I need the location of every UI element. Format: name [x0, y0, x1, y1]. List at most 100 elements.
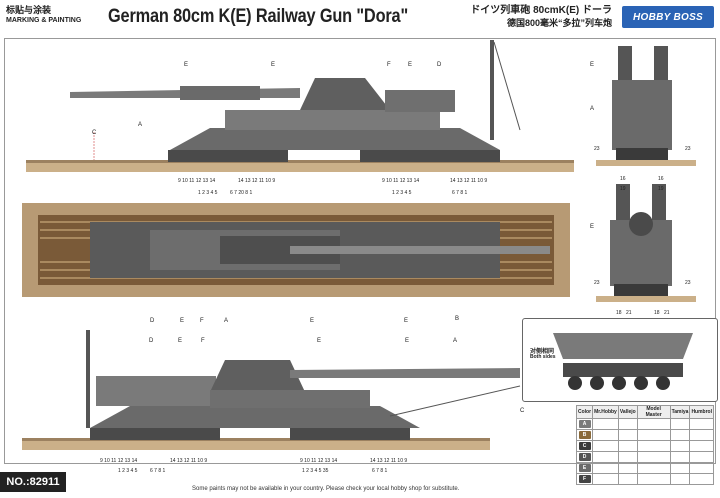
- label-a: A: [138, 122, 142, 128]
- header-right-cn: 德国800毫米“多拉”列车炮: [506, 18, 612, 28]
- gun-housing-bottom: [210, 360, 305, 392]
- color-table-cell: [592, 418, 619, 430]
- th-vallejo: Vallejo: [617, 405, 638, 419]
- callout-labels: E E A C F E D D E F A E E B D E F E E A …: [92, 62, 594, 414]
- svg-text:14 13 12 11 10 9: 14 13 12 11 10 9: [170, 458, 207, 464]
- product-number: NO.:82911: [6, 476, 60, 488]
- color-table-cell: [689, 440, 714, 452]
- end-view-1: [596, 46, 696, 166]
- svg-text:14 13 12 11 10 9: 14 13 12 11 10 9: [450, 178, 487, 184]
- label-e: E: [408, 62, 412, 68]
- color-table-cell: [669, 451, 691, 463]
- color-table-row: F: [575, 473, 714, 485]
- bogie-wheels-top: [168, 150, 500, 162]
- label-d: D: [149, 338, 154, 344]
- header-right-jp: ドイツ列車砲 80cmK(E) ドーラ: [470, 5, 612, 16]
- color-table-cell: [592, 429, 619, 441]
- callout-en: Both sides: [530, 354, 556, 360]
- svg-text:18: 18: [616, 310, 622, 316]
- svg-text:1 2 3 4 5: 1 2 3 4 5: [392, 190, 412, 196]
- color-swatch: A: [578, 420, 591, 428]
- color-table-cell: [669, 429, 691, 441]
- color-table-cell: [636, 473, 671, 485]
- color-table-cell: [669, 440, 691, 452]
- carriage-body-bottom: [90, 406, 420, 428]
- color-table-cell: [617, 451, 638, 463]
- color-table-cell: [689, 462, 714, 474]
- color-table-row: B: [575, 429, 714, 441]
- color-table-cell: [617, 462, 638, 474]
- page-title: German 80cm K(E) Railway Gun "Dora": [108, 6, 409, 27]
- color-table-cell: [636, 440, 671, 452]
- color-key-cell: B: [575, 429, 594, 441]
- front-crane-bottom: [86, 330, 90, 428]
- header-right: ドイツ列車砲 80cmK(E) ドーラ 德国800毫米“多拉”列车炮: [432, 4, 612, 29]
- color-swatch: B: [578, 431, 591, 439]
- color-table-cell: [669, 418, 691, 430]
- color-table-cell: [592, 451, 619, 463]
- label-f: F: [387, 62, 391, 68]
- svg-text:14 13 12 11 10 9: 14 13 12 11 10 9: [238, 178, 275, 184]
- color-table-cell: [669, 473, 691, 485]
- color-table-cell: [617, 418, 638, 430]
- svg-text:23: 23: [594, 146, 600, 152]
- svg-text:1 2 3 4 5 35: 1 2 3 4 5 35: [302, 468, 329, 474]
- label-e: E: [271, 62, 275, 68]
- label-e: E: [310, 318, 314, 324]
- label-d: D: [437, 62, 442, 68]
- color-table-header: Color Mr.Hobby Vallejo Model Master Tami…: [575, 405, 714, 419]
- svg-text:9 10 11 12 13 14: 9 10 11 12 13 14: [178, 178, 215, 184]
- carriage-body-top: [170, 128, 500, 150]
- label-d: D: [150, 318, 155, 324]
- color-table-cell: [592, 440, 619, 452]
- color-table-cell: [689, 418, 714, 430]
- color-table-cell: [636, 429, 671, 441]
- svg-text:14 13 12 11 10 9: 14 13 12 11 10 9: [370, 458, 407, 464]
- label-a: A: [224, 318, 228, 324]
- header: 标贴与涂装 MARKING & PAINTING German 80cm K(E…: [0, 0, 720, 38]
- svg-text:23: 23: [685, 146, 691, 152]
- svg-text:16: 16: [620, 176, 626, 182]
- color-table-row: C: [575, 440, 714, 452]
- product-number-box: NO.:82911: [0, 472, 66, 492]
- marking-numbers: 9 10 11 12 13 14 1 2 3 4 5 14 13 12 11 1…: [100, 146, 691, 474]
- drawing-frame: [4, 38, 716, 464]
- header-left-en: MARKING & PAINTING: [6, 17, 82, 24]
- plan-view: [22, 203, 570, 297]
- svg-text:16: 16: [658, 176, 664, 182]
- paint-note: Some paints may not be available in your…: [192, 486, 460, 492]
- detail-bogie: [553, 333, 693, 390]
- color-table-cell: [617, 473, 638, 485]
- svg-text:9 10 11 12 13 14: 9 10 11 12 13 14: [300, 458, 337, 464]
- color-key-cell: C: [575, 440, 594, 452]
- end-view-2: [596, 184, 696, 302]
- color-table-row: A: [575, 418, 714, 430]
- label-c: C: [520, 408, 525, 414]
- color-key-cell: D: [575, 451, 594, 463]
- label-e: E: [184, 62, 188, 68]
- label-f: F: [201, 338, 205, 344]
- color-table-cell: [689, 451, 714, 463]
- color-table-cell: [617, 429, 638, 441]
- header-left: 标贴与涂装 MARKING & PAINTING: [6, 4, 94, 34]
- svg-text:6 7 8 1: 6 7 8 1: [372, 468, 388, 474]
- gun-housing-top: [300, 78, 390, 110]
- th-tamiya: Tamiya: [669, 405, 691, 419]
- color-table: Color Mr.Hobby Vallejo Model Master Tami…: [575, 405, 714, 485]
- gun-barrel-plan: [290, 246, 550, 254]
- color-table-cell: [669, 462, 691, 474]
- svg-text:1 2 3 4 5: 1 2 3 4 5: [118, 468, 138, 474]
- track-bed-top: [26, 162, 574, 172]
- th-mrhobby: Mr.Hobby: [592, 405, 619, 419]
- callout-cn: 对侧相同: [530, 349, 555, 355]
- label-e: E: [405, 338, 409, 344]
- color-key-cell: A: [575, 418, 594, 430]
- color-table-cell: [689, 473, 714, 485]
- color-table-cell: [636, 462, 671, 474]
- color-key-cell: E: [575, 462, 594, 474]
- brand-logo-text: HOBBY BOSS: [632, 11, 704, 23]
- svg-text:6 7 8 1: 6 7 8 1: [150, 468, 166, 474]
- svg-text:19: 19: [658, 186, 664, 192]
- svg-text:1 2 3 4 5: 1 2 3 4 5: [198, 190, 218, 196]
